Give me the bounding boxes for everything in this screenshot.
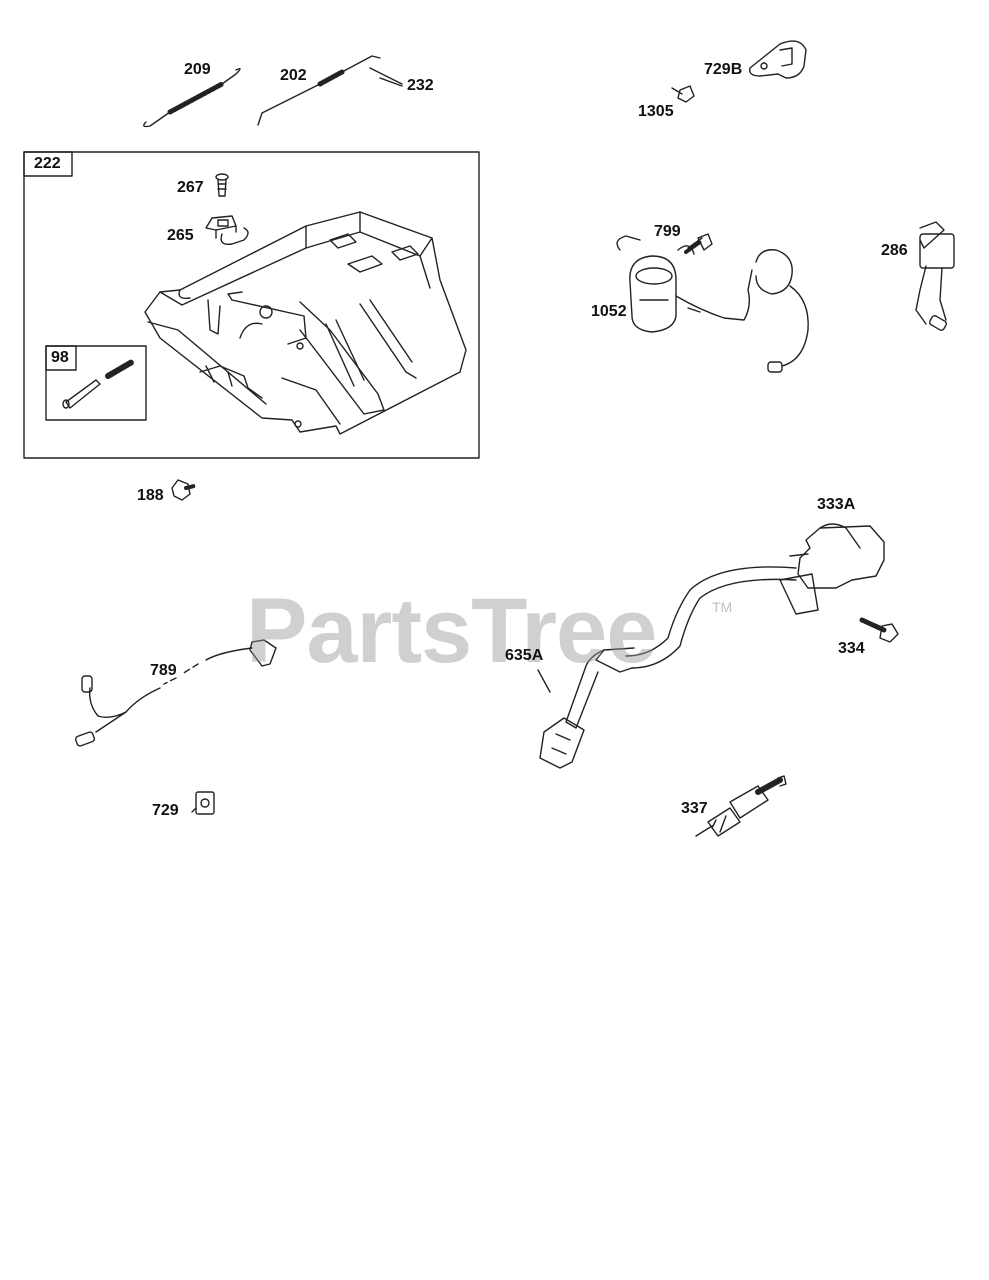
part-334-bolt xyxy=(859,617,899,643)
watermark-trademark: TM xyxy=(712,599,733,615)
part-267-screw xyxy=(215,173,229,197)
callout-188: 188 xyxy=(137,487,164,504)
part-265-clip xyxy=(205,215,237,239)
box-98-label-frame xyxy=(45,345,77,371)
callout-202: 202 xyxy=(280,67,307,84)
callout-98: 98 xyxy=(51,349,69,366)
callout-1305: 1305 xyxy=(638,103,674,120)
part-188-screw xyxy=(171,479,196,501)
callout-286: 286 xyxy=(881,242,908,259)
part-729B-clamp xyxy=(749,40,807,79)
callout-635A: 635A xyxy=(505,647,544,664)
callout-1052: 1052 xyxy=(591,303,627,320)
part-799-bolt xyxy=(684,233,713,254)
callout-799: 799 xyxy=(654,223,681,240)
callout-729: 729 xyxy=(152,802,179,819)
callout-729B: 729B xyxy=(704,61,743,78)
callout-209: 209 xyxy=(184,61,211,78)
part-98-pin-spring xyxy=(62,359,135,409)
part-1305-bolt xyxy=(671,85,695,103)
part-1052-solenoid xyxy=(616,235,809,373)
part-789-wire xyxy=(74,639,277,747)
part-209-spring xyxy=(143,67,241,128)
callout-222: 222 xyxy=(34,155,61,172)
callout-789: 789 xyxy=(150,662,177,679)
leader-635A xyxy=(537,669,551,693)
callout-265: 265 xyxy=(167,227,194,244)
callout-267: 267 xyxy=(177,179,204,196)
leader-232 xyxy=(379,77,403,87)
part-333A-coil xyxy=(539,523,885,769)
part-222-bracket xyxy=(144,211,467,435)
box-98 xyxy=(45,345,147,421)
part-337-spark-plug xyxy=(695,775,787,837)
box-222-label-frame xyxy=(23,151,73,177)
part-729-clip xyxy=(191,791,215,815)
callout-337: 337 xyxy=(681,800,708,817)
callout-333A: 333A xyxy=(817,496,856,513)
part-202-rod xyxy=(257,55,403,126)
callout-334: 334 xyxy=(838,640,865,657)
box-222 xyxy=(23,151,480,459)
callout-232: 232 xyxy=(407,77,434,94)
watermark: PartsTree xyxy=(246,580,657,682)
part-286-diode xyxy=(915,221,955,331)
